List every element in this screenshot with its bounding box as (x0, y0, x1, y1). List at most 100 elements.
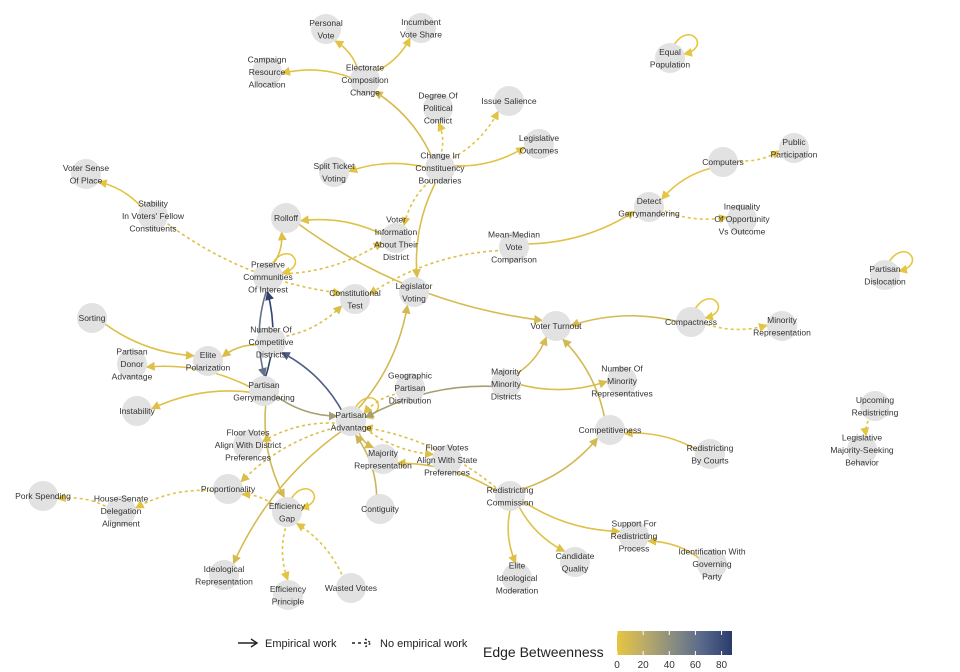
node-label-line: Resource (249, 67, 286, 77)
node-label-line: Legislator (396, 281, 433, 291)
node-circle (499, 232, 529, 262)
edge-competitiveness-to-voter_turnout (562, 338, 606, 421)
node-label-line: Geographic (388, 371, 433, 381)
node-proportionality: Proportionality (201, 474, 256, 504)
node-label-line: Campaign (248, 55, 287, 65)
node-circle (495, 481, 525, 511)
node-circle (213, 474, 243, 504)
node-circle (727, 204, 757, 234)
edge-stability_fellow-to-constitutional_test (162, 219, 343, 297)
node-label-line: Vote (317, 30, 334, 40)
edge-efficiency_gap-to-efficiency_gap (290, 488, 316, 511)
node-label-line: Advantage (112, 372, 153, 382)
node-label-line: Voter Turnout (530, 321, 582, 331)
colorbar-tick-label: 80 (716, 660, 728, 671)
node-label-line: Elite (509, 561, 526, 571)
node-label: Competitiveness (579, 425, 642, 435)
node-label-line: Moderation (496, 586, 539, 596)
edge-redistricting_commission-to-candidate_quality (516, 503, 566, 553)
node-voter_turnout: Voter Turnout (530, 311, 582, 341)
node-label-line: Population (650, 59, 690, 69)
node-label-line: Partisan (869, 264, 900, 274)
edge-type-legend: Empirical work No empirical work (238, 638, 468, 650)
node-label-line: Districts (491, 392, 521, 402)
node-label-line: Align With District (215, 440, 282, 450)
node-label-line: By Courts (691, 455, 728, 465)
node-label-line: Legislative (519, 133, 559, 143)
node-label-line: Districts (256, 350, 286, 360)
node-circle (399, 277, 429, 307)
node-label-line: Detect (637, 196, 662, 206)
node-label-line: Constituents (129, 224, 176, 234)
node-label-line: Representatives (591, 389, 652, 399)
node-label-line: Of Opportunity (714, 214, 770, 224)
node-label-line: Gerrymandering (233, 392, 295, 402)
node-label-line: Donor (120, 359, 143, 369)
node-label-line: District (383, 252, 410, 262)
node-circle (340, 284, 370, 314)
node-label-line: Inequality (724, 202, 761, 212)
node-circle (406, 13, 436, 43)
node-label-line: Contiguity (361, 504, 400, 514)
node-label-line: Of Interest (248, 285, 288, 295)
node-label-line: Participation (771, 149, 818, 159)
edge-equal_population-to-equal_population (673, 34, 699, 57)
node-label-line: Change (350, 88, 380, 98)
edge-change_constituency-to-degree_conflict (437, 122, 446, 158)
node-label-line: Outcomes (520, 145, 559, 155)
edge-house_senate-to-pork_spending (56, 493, 112, 510)
node-label-line: Commission (487, 497, 534, 507)
node-circle (560, 547, 590, 577)
colorbar-tick-label: 60 (690, 660, 702, 671)
node-circle (117, 349, 147, 379)
node-circle (502, 563, 532, 593)
node-label-line: Efficiency (269, 501, 306, 511)
node-label-line: Upcoming (856, 395, 895, 405)
node-label-line: Redistricting (487, 485, 534, 495)
node-label-line: Gap (279, 513, 295, 523)
node-label-line: Ideological (497, 573, 538, 583)
node-circle (767, 311, 797, 341)
node-circle (425, 153, 455, 183)
node-circle (233, 430, 263, 460)
node-label-line: Degree Of (418, 91, 458, 101)
node-label: Voter Turnout (530, 321, 582, 331)
node-label-line: Change In (420, 151, 459, 161)
node-circle (541, 311, 571, 341)
node-circle (249, 376, 279, 406)
node-circle (676, 307, 706, 337)
node-label-line: Elite (200, 350, 217, 360)
node-label-line: Compactness (665, 317, 717, 327)
node-circle (252, 57, 282, 87)
edge-proportionality-to-house_senate (134, 489, 218, 509)
node-circle (319, 157, 349, 187)
edge-redistricting_courts-to-competitiveness (623, 428, 701, 453)
node-label: Sorting (79, 313, 106, 323)
edge-compactness-to-minority_representation (701, 321, 768, 332)
node-label: Pork Spending (15, 491, 71, 501)
edge-stability_fellow-to-voter_sense_place (97, 179, 145, 211)
node-circle (870, 260, 900, 290)
